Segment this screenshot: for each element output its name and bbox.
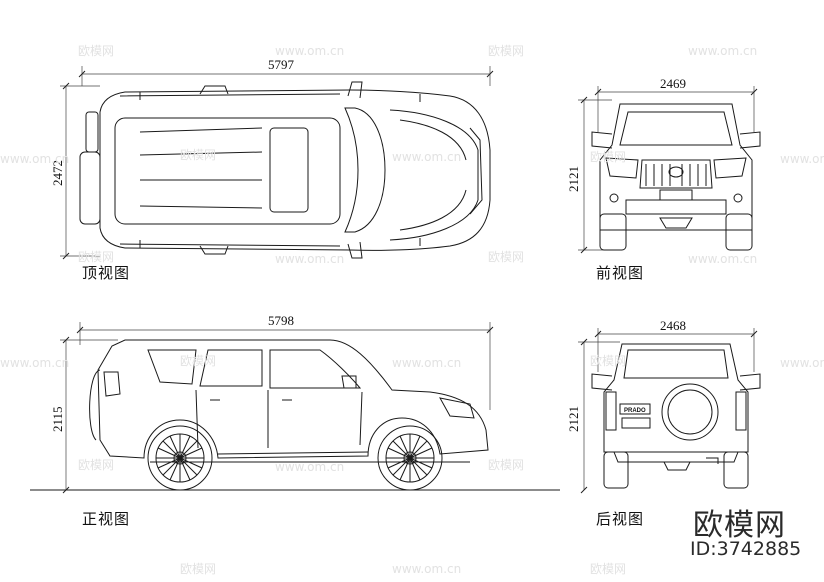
side-mirror xyxy=(341,375,357,389)
front-width-value: 2469 xyxy=(660,76,686,91)
front-height-value: 2121 xyxy=(566,166,581,192)
rear-taillight-right xyxy=(735,391,747,431)
top-roof xyxy=(114,117,341,225)
side-headlight xyxy=(439,397,475,419)
front-headlight-right xyxy=(713,157,747,179)
rear-spare-tire xyxy=(661,383,719,441)
rear-view-label: 后视图 xyxy=(596,510,645,528)
top-body-outline xyxy=(99,89,491,251)
top-sunroof xyxy=(269,127,309,213)
top-width-dimension xyxy=(60,82,100,260)
rear-window xyxy=(623,349,729,379)
rear-width-value: 2468 xyxy=(660,318,686,333)
side-height-dimension xyxy=(60,336,118,494)
top-mirror-right xyxy=(347,241,363,259)
watermark-logo: 欧模网 xyxy=(488,44,525,58)
watermark-url: www.om.cn xyxy=(0,152,70,166)
rear-height-dimension xyxy=(578,338,620,494)
watermark-logo: 欧模网 xyxy=(590,354,627,368)
top-view-label: 顶视图 xyxy=(82,264,131,282)
top-spare-tire xyxy=(79,151,101,225)
side-window-front xyxy=(269,349,362,389)
front-windshield xyxy=(619,111,733,146)
brand-logo-text: 欧模网 xyxy=(693,508,786,543)
front-width-dimension xyxy=(594,86,758,132)
watermark-url: www.om.cn xyxy=(275,252,345,266)
rear-tire-left xyxy=(603,451,629,489)
front-height-dimension xyxy=(578,96,612,254)
rear-taillight-left xyxy=(605,391,617,431)
side-window-middle xyxy=(199,349,263,387)
watermark-logo: 欧模网 xyxy=(180,354,217,368)
front-tire-right xyxy=(725,213,753,251)
side-length-value: 5798 xyxy=(268,313,294,328)
rear-mirror-right xyxy=(739,373,761,391)
watermark-url: www.om.cn xyxy=(0,356,70,370)
front-mirror-left xyxy=(591,131,613,149)
rear-mirror-left xyxy=(591,373,613,391)
watermark-url: www.om.cn xyxy=(392,356,462,370)
rear-width-dimension xyxy=(594,328,758,372)
top-windshield xyxy=(344,107,386,233)
top-view: 5797 2472 xyxy=(50,57,494,260)
watermark-logo: 欧模网 xyxy=(590,150,627,164)
watermark-logo: 欧模网 xyxy=(590,562,627,576)
watermark-logo: 欧模网 xyxy=(488,250,525,264)
front-mirror-right xyxy=(739,131,761,149)
side-taillight xyxy=(103,371,121,397)
rear-view: 2468 2121 xyxy=(566,318,761,494)
watermark-logo: 欧模网 xyxy=(78,458,115,472)
rear-tire-right xyxy=(723,451,749,489)
model-id: ID:3742885 xyxy=(690,538,802,560)
rear-body-outline xyxy=(603,343,749,453)
front-grille xyxy=(639,159,713,189)
watermark-url: www.om.cn xyxy=(780,152,824,166)
watermark-url: www.om.cn xyxy=(780,356,824,370)
side-spare-tire xyxy=(89,369,101,441)
watermark-url: www.om.cn xyxy=(275,460,345,474)
side-body-outline xyxy=(97,339,489,459)
watermark-url: www.om.cn xyxy=(688,252,758,266)
watermark-url: www.om.cn xyxy=(275,44,345,58)
top-length-dimension xyxy=(78,66,494,86)
watermark-url: www.om.cn xyxy=(688,44,758,58)
rear-badge-text: PRADO xyxy=(624,408,646,414)
front-view: 2469 2121 xyxy=(566,76,761,254)
front-view-label: 前视图 xyxy=(596,264,645,282)
front-tire-left xyxy=(599,213,627,251)
side-view: 5798 2115 xyxy=(30,313,560,494)
watermark-logo: 欧模网 xyxy=(78,44,115,58)
side-wheel-front xyxy=(377,425,443,491)
watermark-logo: 欧模网 xyxy=(78,250,115,264)
rear-plate xyxy=(621,417,651,429)
rear-badge-box xyxy=(619,403,651,415)
side-window-rear xyxy=(147,349,197,385)
watermark-logo: 欧模网 xyxy=(488,458,525,472)
rear-height-value: 2121 xyxy=(566,406,581,432)
side-length-dimension xyxy=(76,322,494,410)
watermark-logo: 欧模网 xyxy=(180,562,217,576)
side-wheel-rear xyxy=(147,425,213,491)
watermark-url: www.om.cn xyxy=(392,150,462,164)
side-view-label: 正视图 xyxy=(82,510,131,528)
watermark-logo: 欧模网 xyxy=(180,148,217,162)
top-width-value: 2472 xyxy=(50,160,65,186)
front-headlight-left xyxy=(605,157,639,179)
side-height-value: 2115 xyxy=(50,406,65,432)
top-length-value: 5797 xyxy=(268,57,295,72)
front-plate xyxy=(659,189,693,201)
watermark-url: www.om.cn xyxy=(392,562,462,576)
top-mirror-left xyxy=(347,81,363,99)
